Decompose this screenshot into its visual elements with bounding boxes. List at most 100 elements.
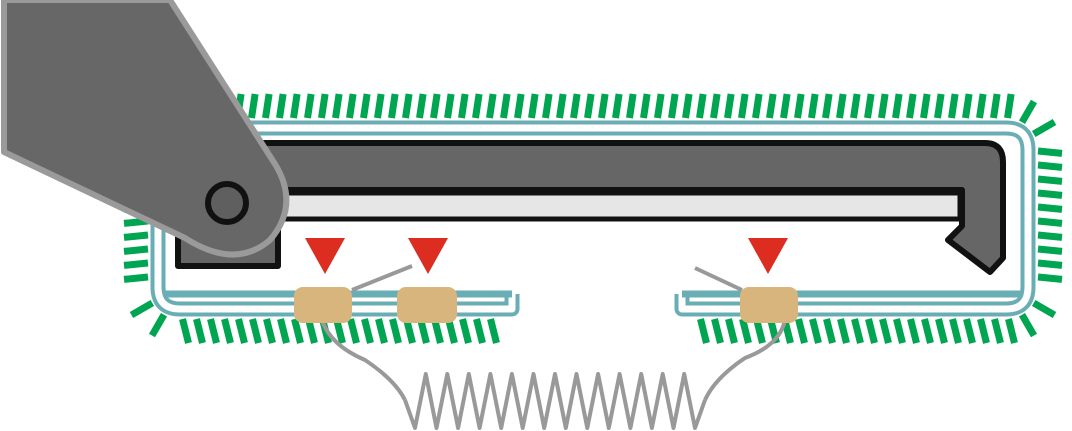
bristle-tick <box>864 93 875 119</box>
bristle-tick <box>472 93 483 119</box>
bristle-tick <box>850 93 861 119</box>
bristle-tick <box>556 93 567 119</box>
bristle-tick <box>865 318 878 344</box>
down-triangle-icon <box>408 238 448 274</box>
bristle-tick <box>262 93 273 119</box>
bristle-tick <box>148 312 168 338</box>
bristle-tick <box>360 93 371 119</box>
bristle-tick <box>711 318 724 344</box>
bristle-tick <box>402 93 413 119</box>
bristle-tick <box>823 318 836 344</box>
pivot-circle-icon <box>205 181 249 225</box>
bristle-tick <box>921 318 934 344</box>
bristle-tick <box>963 318 976 344</box>
bristle-tick <box>962 93 973 119</box>
bristle-tick <box>795 318 808 344</box>
bristle-tick <box>739 318 752 344</box>
coil-spring-icon <box>403 372 707 430</box>
bristle-tick <box>780 93 791 119</box>
bristle-tick <box>1037 161 1063 171</box>
bristle-tick <box>123 245 149 255</box>
bristle-tick <box>179 318 192 344</box>
bristle-tick <box>949 318 962 344</box>
bristle-tick <box>290 93 301 119</box>
bristle-tick <box>1004 93 1015 119</box>
bristle-tick <box>430 93 441 119</box>
contact-pad-icon <box>740 287 798 323</box>
slot-opening <box>277 190 963 222</box>
bristle-tick <box>374 93 385 119</box>
bristle-tick <box>640 93 651 119</box>
bristle-tick <box>654 93 665 119</box>
bristle-tick <box>935 318 948 344</box>
bristle-tick <box>809 318 822 344</box>
bristle-tick <box>542 93 553 119</box>
bristle-tick <box>235 318 248 344</box>
bristle-tick <box>598 93 609 119</box>
bristle-tick <box>388 93 399 119</box>
bristle-tick <box>725 318 738 344</box>
down-triangle-icon <box>305 238 345 274</box>
bristle-tick <box>1018 312 1038 338</box>
bristle-tick <box>1037 231 1063 241</box>
bristle-tick <box>249 318 262 344</box>
bristle-tick <box>697 318 710 344</box>
bristle-tick <box>1037 189 1063 199</box>
bristle-tick <box>375 318 388 344</box>
bristle-tick <box>263 318 276 344</box>
bristle-tick <box>458 93 469 119</box>
bristle-tick <box>892 93 903 119</box>
bristle-tick <box>193 318 206 344</box>
bristle-tick <box>934 93 945 119</box>
bristle-tick <box>459 318 472 344</box>
bristle-tick <box>291 318 304 344</box>
contact-wire-left <box>351 264 413 292</box>
bristle-tick <box>1005 318 1018 344</box>
bristle-tick <box>332 93 343 119</box>
bristle-tick <box>276 93 287 119</box>
bristle-tick <box>752 93 763 119</box>
bristle-tick <box>277 318 290 344</box>
bristle-tick <box>626 93 637 119</box>
bristle-tick <box>1037 245 1063 255</box>
bristle-tick <box>977 318 990 344</box>
bristle-tick <box>920 93 931 119</box>
bristle-tick <box>612 93 623 119</box>
bristle-tick <box>836 93 847 119</box>
bristle-tick <box>528 93 539 119</box>
bristle-tick <box>1031 118 1057 138</box>
bristle-tick <box>837 318 850 344</box>
bristle-tick <box>346 93 357 119</box>
bristle-tick <box>570 93 581 119</box>
bristle-tick <box>724 93 735 119</box>
bristle-tick <box>389 318 402 344</box>
contact-pad-group <box>294 287 798 323</box>
bristle-tick <box>1037 217 1063 227</box>
bristle-tick <box>766 93 777 119</box>
bristle-tick <box>361 318 374 344</box>
bristle-tick <box>221 318 234 344</box>
bristle-tick <box>948 93 959 119</box>
bristle-tick <box>123 259 149 269</box>
bristle-tick <box>487 318 500 344</box>
bristle-tick <box>1037 203 1063 213</box>
down-triangle-icon <box>748 238 788 274</box>
bristle-tick <box>696 93 707 119</box>
bristle-tick <box>1037 273 1063 283</box>
bristle-tick <box>304 93 315 119</box>
bristle-tick <box>1037 147 1063 157</box>
bristle-tick <box>123 273 149 283</box>
housing-outline-inner <box>154 124 1032 313</box>
bristle-tick <box>990 93 1001 119</box>
bristle-tick <box>682 93 693 119</box>
bristle-tick <box>879 318 892 344</box>
bristle-tick <box>445 318 458 344</box>
marker-group <box>305 238 788 274</box>
bristle-tick <box>129 299 155 319</box>
bristle-tick <box>710 93 721 119</box>
contact-pad-icon <box>397 287 457 323</box>
bristle-tick <box>851 318 864 344</box>
bristle-tick <box>318 93 329 119</box>
bristle-tick <box>123 231 149 241</box>
